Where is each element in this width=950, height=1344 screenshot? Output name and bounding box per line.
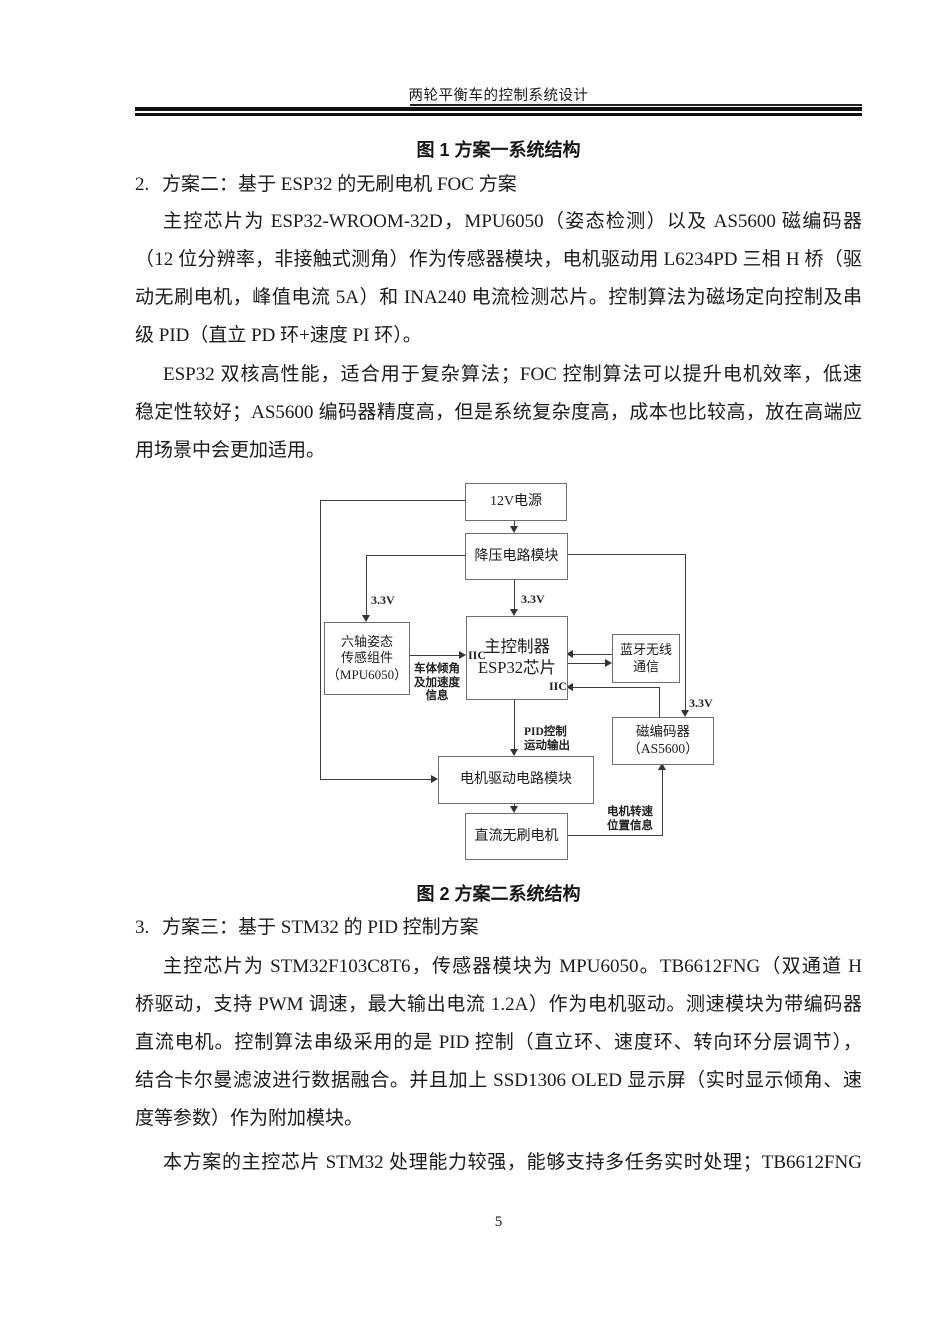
box-12v-power: 12V电源 xyxy=(465,483,567,521)
section3-number: 3. xyxy=(135,917,150,938)
figure1-caption: 图 1 方案一系统结构 xyxy=(416,140,581,160)
connector-buck-to-mpu xyxy=(366,555,368,615)
connector-motor-right-h xyxy=(566,835,663,837)
figure2-caption: 图 2 方案二系统结构 xyxy=(416,884,581,904)
section2-paragraph-1: 主控芯片为 ESP32-WROOM-32D，MPU6050（姿态检测）以及 AS… xyxy=(135,203,862,355)
label-line: 车体倾角 xyxy=(414,663,460,675)
section2-heading: 2. 方案二：基于 ESP32 的无刷电机 FOC 方案 xyxy=(135,172,865,198)
paragraph-line: 本方案的主控芯片 STM32 处理能力较强，能够支持多任务实时处理；TB6612… xyxy=(163,1152,862,1173)
connector-power-to-motordriver xyxy=(320,779,431,781)
page-number: 5 xyxy=(494,1214,503,1230)
box-brushless-motor: 直流无刷电机 xyxy=(465,813,568,860)
connector-encoder-to-esp xyxy=(573,687,660,689)
connector-motordriver-to-motor xyxy=(514,802,516,806)
box-label: 通信 xyxy=(632,658,659,674)
header-rule-top xyxy=(135,107,862,111)
box-label: 六轴姿态 xyxy=(340,634,393,650)
arrow-down-icon xyxy=(510,609,518,616)
box-mpu6050-sensor: 六轴姿态 传感组件 （MPU6050） xyxy=(324,622,410,695)
box-label: （MPU6050） xyxy=(326,666,408,682)
box-motor-driver: 电机驱动电路模块 xyxy=(438,756,594,804)
section3-paragraph-2: 本方案的主控芯片 STM32 处理能力较强，能够支持多任务实时处理；TB6612… xyxy=(135,1144,862,1182)
connector-buck-to-encoder xyxy=(685,554,687,710)
section3-paragraph-1: 主控芯片为 STM32F103C8T6，传感器模块为 MPU6050。TB661… xyxy=(135,948,862,1138)
box-label: 磁编码器 xyxy=(636,724,690,740)
header-underline xyxy=(410,104,862,106)
paragraph-line: 级 PID（直立 PD 环+速度 PI 环）。 xyxy=(135,325,422,346)
connector-buck-to-esp xyxy=(514,578,516,609)
header-title: 两轮平衡车的控制系统设计 xyxy=(408,88,589,104)
label-line: PID控制 xyxy=(524,726,567,738)
label-3v3-right: 3.3V xyxy=(689,696,713,710)
connector-buck-right-h xyxy=(566,554,686,556)
label-3v3-mid: 3.3V xyxy=(521,592,545,606)
section3-heading: 3. 方案三：基于 STM32 的 PID 控制方案 xyxy=(135,915,865,941)
paragraph-line: 直流电机。控制算法串级采用的是 PID 控制（直立环、速度环、转向环分层调节）， xyxy=(135,1032,862,1053)
label-motor-speed-info: 电机转速 位置信息 xyxy=(607,806,653,833)
box-label: （AS5600） xyxy=(627,741,699,756)
paragraph-line: 主控芯片为 ESP32-WROOM-32D，MPU6050（姿态检测）以及 AS… xyxy=(163,211,862,232)
connector-encoder-iic-v xyxy=(659,687,661,717)
box-label: ESP32芯片 xyxy=(478,658,556,677)
label-pid-output: PID控制 运动输出 xyxy=(524,726,570,753)
connector-mpu-to-esp xyxy=(408,655,459,657)
arrow-down-icon xyxy=(510,806,518,813)
section2-number: 2. xyxy=(135,174,150,195)
label-line: 位置信息 xyxy=(607,819,653,832)
connector-power-to-buck xyxy=(514,519,516,528)
connector-buck-left-h xyxy=(366,555,466,557)
connector-power-left-h xyxy=(320,500,466,502)
label-line: 电机转速 xyxy=(607,806,653,818)
label-3v3-left: 3.3V xyxy=(371,593,395,607)
box-label: 主控制器 xyxy=(484,637,550,657)
box-label: 电机驱动电路模块 xyxy=(460,772,572,788)
arrow-down-icon xyxy=(510,749,518,756)
box-esp32-controller: 主控制器 ESP32芯片 xyxy=(466,616,568,700)
connector-motor-to-encoder xyxy=(662,770,664,836)
paragraph-line: 主控芯片为 STM32F103C8T6，传感器模块为 MPU6050。TB661… xyxy=(163,956,862,977)
box-bluetooth: 蓝牙无线 通信 xyxy=(612,634,680,683)
paragraph-line: 动无刷电机，峰值电流 5A）和 INA240 电流检测芯片。控制算法为磁场定向控… xyxy=(135,287,862,308)
paragraph-line: 度等参数）作为附加模块。 xyxy=(135,1108,364,1129)
arrow-left-icon xyxy=(566,650,573,658)
label-line: 及加速度 xyxy=(414,676,460,689)
paragraph-line: 结合卡尔曼滤波进行数据融合。并且加上 SSD1306 OLED 显示屏（实时显示… xyxy=(135,1070,862,1091)
label-iic-left: IIC xyxy=(468,648,487,662)
paragraph-line: （12 位分辨率，非接触式测角）作为传感器模块，电机驱动用 L6234PD 三相… xyxy=(135,249,862,270)
arrow-left-icon xyxy=(566,683,573,691)
arrow-down-icon xyxy=(362,615,370,622)
connector-esp-to-bt xyxy=(566,663,605,665)
label-body-tilt-info: 车体倾角 及加速度 信息 xyxy=(407,663,467,704)
box-label: 蓝牙无线 xyxy=(619,642,672,658)
box-label: 12V电源 xyxy=(489,494,543,510)
box-label: 降压电路模块 xyxy=(474,548,559,564)
box-label: 传感组件 xyxy=(340,650,393,666)
section3-title: 方案三：基于 STM32 的 PID 控制方案 xyxy=(162,917,479,938)
box-label: 直流无刷电机 xyxy=(474,828,559,844)
box-as5600-encoder: 磁编码器 （AS5600） xyxy=(612,717,714,765)
paragraph-line: 用场景中会更加适用。 xyxy=(135,440,326,461)
section2-paragraph-2: ESP32 双核高性能，适合用于复杂算法；FOC 控制算法可以提升电机效率，低速… xyxy=(135,356,862,470)
header-rule-bottom xyxy=(135,112,862,116)
arrow-down-icon xyxy=(510,526,518,533)
connector-bt-to-esp xyxy=(573,654,612,656)
label-iic-right: IIC xyxy=(549,679,568,693)
paragraph-line: 稳定性较好；AS5600 编码器精度高，但是系统复杂度高，成本也比较高，放在高端… xyxy=(135,402,862,423)
arrow-right-icon xyxy=(431,775,438,783)
arrow-right-icon xyxy=(459,651,466,659)
arrow-up-icon xyxy=(658,763,666,770)
connector-esp-to-motordriver xyxy=(514,698,516,749)
arrow-down-icon xyxy=(681,710,689,717)
paragraph-line: ESP32 双核高性能，适合用于复杂算法；FOC 控制算法可以提升电机效率，低速 xyxy=(163,364,862,385)
section2-title: 方案二：基于 ESP32 的无刷电机 FOC 方案 xyxy=(162,174,517,195)
paragraph-line: 桥驱动，支持 PWM 调速，最大输出电流 1.2A）作为电机驱动。测速模块为带编… xyxy=(135,994,862,1015)
box-buck-converter: 降压电路模块 xyxy=(465,533,568,580)
connector-power-left-v xyxy=(320,500,322,780)
label-line: 信息 xyxy=(425,690,449,702)
arrow-right-icon xyxy=(605,659,612,667)
label-line: 运动输出 xyxy=(524,739,570,752)
